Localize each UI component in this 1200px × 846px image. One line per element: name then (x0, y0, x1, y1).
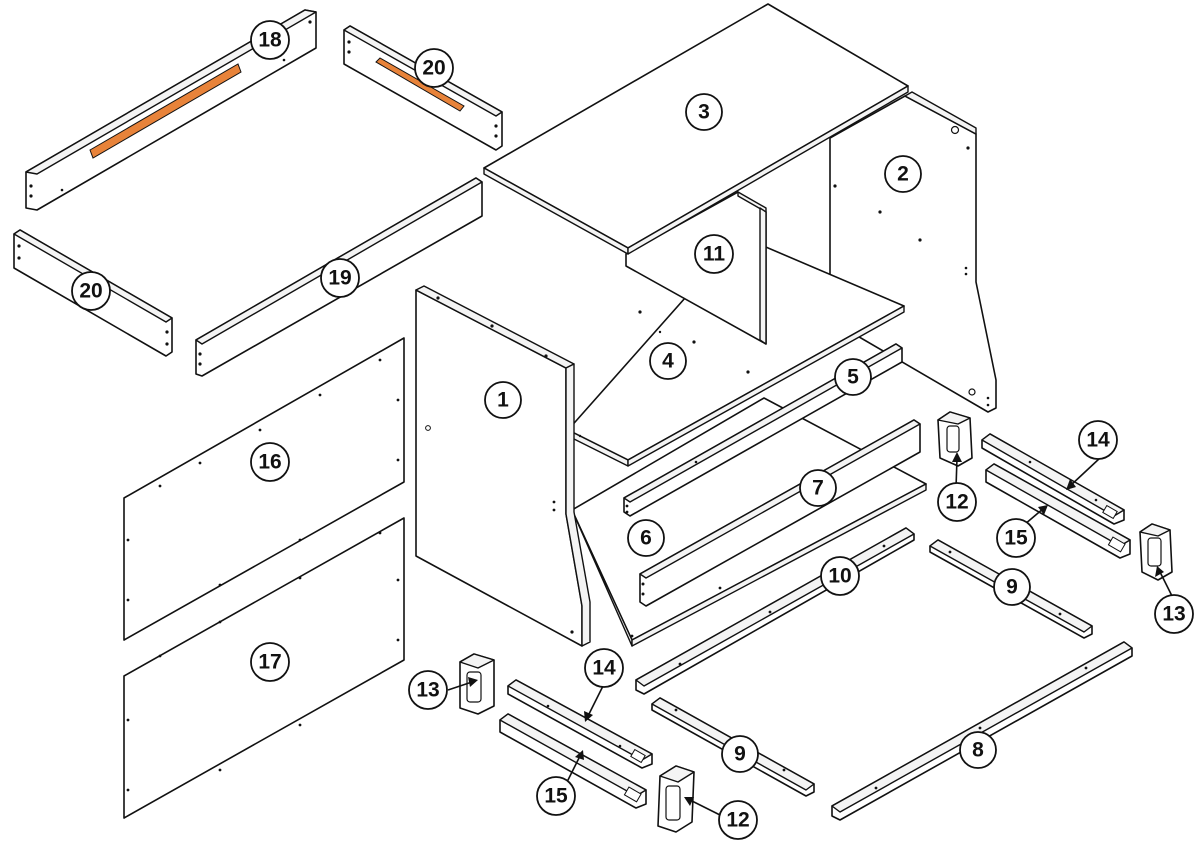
part-5-rail (623, 343, 903, 517)
badge-label-6: 6 (640, 527, 652, 550)
badge-label-14a: 14 (1086, 429, 1110, 452)
badge-label-3: 3 (698, 101, 710, 124)
badge-part-15a: 15 (996, 518, 1036, 558)
part-14-drawer-runner-b (507, 679, 653, 769)
part-8-base-bar (831, 641, 1133, 821)
badge-part-15b: 15 (536, 776, 576, 816)
badge-part-12a: 12 (937, 482, 977, 522)
part-15-drawer-runner-a (985, 463, 1131, 559)
part-2-right-side (829, 91, 997, 413)
badge-part-8: 8 (959, 731, 997, 769)
badge-label-2: 2 (897, 163, 909, 186)
badge-label-9b: 9 (734, 743, 746, 766)
badge-part-1: 1 (484, 381, 522, 419)
badge-label-10: 10 (828, 565, 851, 588)
badge-label-19: 19 (328, 267, 351, 290)
part-12-foot-b (657, 765, 695, 833)
part-11-divider (625, 191, 767, 345)
badge-label-18: 18 (258, 29, 282, 52)
badge-label-20b: 20 (79, 280, 102, 303)
part-7-kick-plate (639, 419, 921, 607)
badge-part-13b: 13 (408, 670, 448, 710)
badge-part-7: 7 (799, 469, 837, 507)
badge-part-14b: 14 (584, 648, 624, 688)
part-12-foot-a (937, 411, 973, 467)
badge-part-12b: 12 (718, 800, 758, 840)
badge-part-3: 3 (685, 93, 723, 131)
badge-label-12a: 12 (945, 491, 968, 514)
badge-label-15a: 15 (1004, 527, 1028, 550)
part-15-drawer-runner-b (499, 713, 647, 809)
badge-label-1: 1 (497, 389, 509, 412)
badge-part-20a: 20 (414, 48, 454, 88)
badge-part-11: 11 (694, 234, 734, 274)
badge-label-14b: 14 (592, 657, 616, 680)
badge-part-14a: 14 (1078, 420, 1118, 460)
badge-label-4: 4 (662, 350, 674, 373)
part-4-shelf (567, 235, 905, 467)
badge-label-7: 7 (812, 477, 824, 500)
badge-part-6: 6 (627, 519, 665, 557)
badge-part-9a: 9 (993, 568, 1031, 606)
badge-part-10: 10 (820, 556, 860, 596)
part-16-back-panel (123, 337, 405, 641)
handle-strip (375, 57, 465, 112)
badge-label-16: 16 (258, 451, 281, 474)
badge-label-12b: 12 (726, 809, 749, 832)
badge-part-2: 2 (884, 155, 922, 193)
badge-label-20a: 20 (422, 57, 445, 80)
badge-label-11: 11 (703, 243, 726, 266)
badge-label-13a: 13 (1162, 603, 1185, 626)
badge-part-18: 18 (250, 20, 290, 60)
badge-label-8: 8 (972, 739, 984, 762)
part-13-foot-b (459, 653, 495, 715)
badge-part-17: 17 (250, 642, 290, 682)
part-13-foot-a (1139, 523, 1173, 581)
badge-part-13a: 13 (1154, 594, 1194, 634)
part-20-drawer-front-small (343, 25, 503, 151)
badge-label-15b: 15 (544, 785, 568, 808)
badge-part-5: 5 (834, 358, 872, 396)
part-number-badges: 1 2 3 4 5 6 7 8 9 9 10 11 12 12 13 13 14… (71, 20, 1194, 840)
part-1-left-side (415, 285, 591, 647)
leader-lines (447, 452, 1173, 816)
badge-label-9a: 9 (1006, 576, 1018, 599)
badge-part-4: 4 (649, 342, 687, 380)
badge-label-13b: 13 (416, 679, 439, 702)
badge-part-20b: 20 (71, 271, 111, 311)
badge-label-17: 17 (258, 651, 281, 674)
part-18-drawer-front (25, 9, 317, 211)
badge-label-5: 5 (847, 366, 859, 389)
part-14-drawer-runner-a (981, 433, 1125, 525)
badge-part-9b: 9 (721, 735, 759, 773)
badge-part-16: 16 (250, 442, 290, 482)
badge-part-19: 19 (320, 258, 360, 298)
handle-strip (89, 63, 242, 159)
